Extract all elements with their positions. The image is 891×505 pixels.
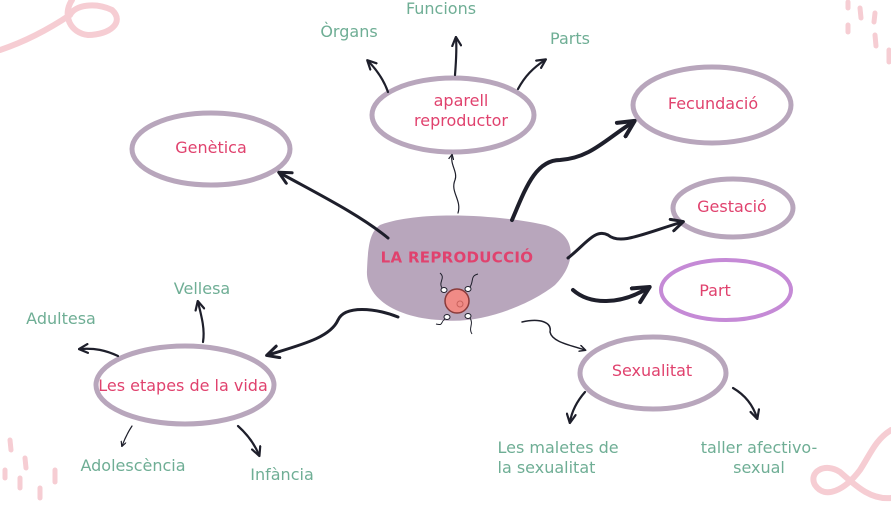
leaf-vellesa: Vellesa <box>173 279 231 298</box>
arrow-to-gestacio <box>566 217 685 260</box>
leaf-maletes: Les maletes de la sexualitat <box>497 438 619 477</box>
decor-squiggle-top-left <box>0 0 120 53</box>
egg-sperm-icon <box>435 272 479 335</box>
center-blob <box>366 215 571 321</box>
decor-dashes-bottom-left <box>2 437 58 501</box>
leaf-parts: Parts <box>550 29 590 48</box>
arrow-to-part <box>571 284 652 305</box>
arrow-to-etapes <box>265 308 400 360</box>
node-etapes-label: Les etapes de la vida <box>98 376 268 395</box>
node-fecundacio-label: Fecundació <box>667 94 759 113</box>
arrow-to-funcions <box>451 35 463 77</box>
arrow-to-genetica <box>277 170 390 240</box>
arrow-to-taller <box>731 386 761 421</box>
node-fecundacio[interactable] <box>630 64 794 146</box>
arrow-to-organs <box>366 59 390 94</box>
arrow-to-maletes <box>565 390 587 425</box>
leaf-adolescencia: Adolescència <box>80 456 186 475</box>
arrow-to-infancia <box>236 424 262 458</box>
node-gestacio[interactable] <box>670 176 796 240</box>
node-part[interactable] <box>659 258 793 322</box>
node-part-label: Part <box>699 281 731 300</box>
node-etapes[interactable] <box>93 343 277 427</box>
arrow-to-aparell <box>448 153 460 214</box>
decor-squiggle-bottom-right <box>810 427 891 502</box>
arrow-to-adolescencia <box>120 425 133 448</box>
arrow-to-sexualitat <box>521 319 587 352</box>
arrow-to-parts <box>516 58 548 91</box>
node-genetica-label: Genètica <box>175 138 247 157</box>
leaf-adultesa: Adultesa <box>26 309 96 328</box>
leaf-infancia: Infància <box>250 465 314 484</box>
node-genetica[interactable] <box>129 110 293 188</box>
leaf-funcions: Funcions <box>405 0 477 18</box>
node-aparell-reproductor[interactable] <box>369 75 537 155</box>
leaf-taller: taller afectivo-sexual <box>700 438 818 477</box>
arrow-to-adultesa <box>77 342 120 358</box>
node-sexualitat[interactable] <box>577 334 729 412</box>
leaf-organs: Òrgans <box>320 22 378 41</box>
arrow-to-fecundacio <box>510 118 637 222</box>
node-gestacio-label: Gestació <box>697 197 767 216</box>
center-topic-label: LA REPRODUCCIÓ <box>380 248 534 267</box>
node-aparell-label: aparell reproductor <box>414 91 508 130</box>
decor-dashes-top-right <box>845 0 891 65</box>
arrow-to-vellesa <box>194 299 206 344</box>
node-sexualitat-label: Sexualitat <box>611 361 693 380</box>
